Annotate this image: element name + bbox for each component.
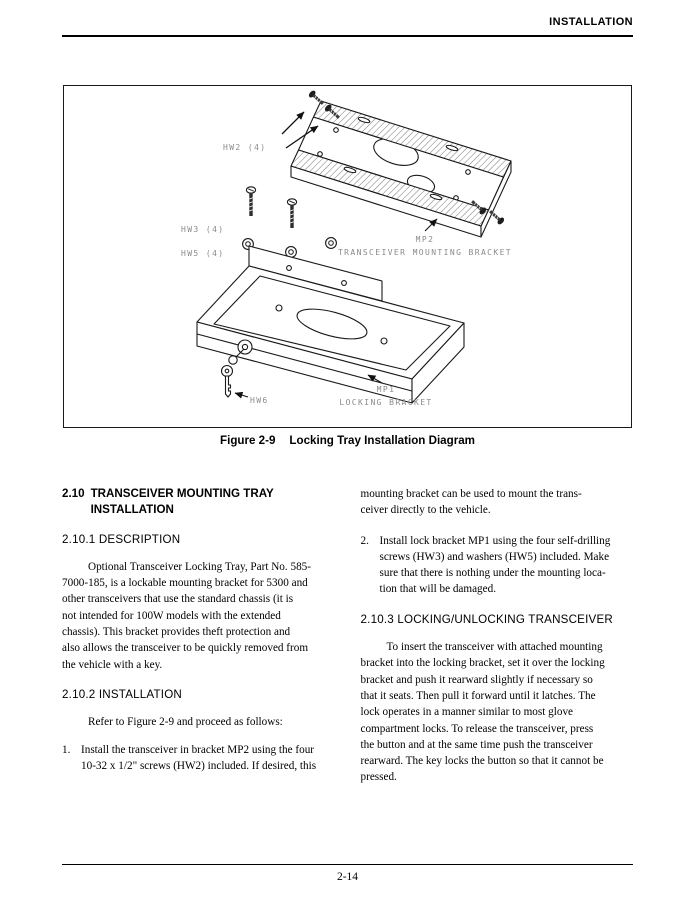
page-number: 2-14 xyxy=(336,871,359,883)
section-2-10-1-heading: 2.10.1 DESCRIPTION xyxy=(62,532,181,546)
label-hw3: HW3 (4) xyxy=(181,225,225,234)
section-2-10-heading: 2.10 TRANSCEIVER MOUNTING TRAY INSTALLAT… xyxy=(62,486,335,519)
left-column: 2.10 TRANSCEIVER MOUNTING TRAY INSTALLAT… xyxy=(62,486,335,786)
label-mp1: MP1 xyxy=(377,385,396,394)
hw3-screws xyxy=(245,186,298,229)
figure-caption-label: Figure 2-9 xyxy=(220,434,276,447)
label-hw2: HW2 (4) xyxy=(223,143,267,152)
figure-box: HW2 (4) HW3 (4) HW5 (4) MP2 TRANSCEIVER … xyxy=(63,85,632,428)
mp2-mounting-bracket xyxy=(290,100,512,238)
leader-arrows xyxy=(234,218,438,399)
hw6-key xyxy=(220,348,245,398)
section-2-10-3-heading: 2.10.3 LOCKING/UNLOCKING TRANSCEIVER xyxy=(360,612,613,626)
section-2-10-2-heading: 2.10.2 INSTALLATION xyxy=(62,687,182,701)
step-2-number: 2. xyxy=(360,534,369,547)
step-2: 2. Install lock bracket MP1 using the fo… xyxy=(361,533,634,598)
label-hw6: HW6 xyxy=(250,396,269,405)
step-1-text: Install the transceiver in bracket MP2 u… xyxy=(81,743,317,772)
lock-cylinder xyxy=(237,339,253,355)
label-mp2-desc: TRANSCEIVER MOUNTING BRACKET xyxy=(338,248,512,257)
body-columns: 2.10 TRANSCEIVER MOUNTING TRAY INSTALLAT… xyxy=(62,486,633,786)
label-hw5: HW5 (4) xyxy=(181,249,225,258)
locking-tray-diagram: HW2 (4) HW3 (4) HW5 (4) MP2 TRANSCEIVER … xyxy=(181,89,512,407)
step-1-number: 1. xyxy=(62,743,71,756)
running-head: INSTALLATION xyxy=(62,16,633,37)
installation-intro: Refer to Figure 2-9 and proceed as follo… xyxy=(88,716,283,729)
section-number: 2.10 xyxy=(62,487,85,500)
mp1-locking-bracket xyxy=(196,245,465,404)
step-1-continuation: mounting bracket can be used to mount th… xyxy=(360,488,582,517)
section-title: TRANSCEIVER MOUNTING TRAY INSTALLATION xyxy=(90,487,274,517)
figure-caption-title: Locking Tray Installation Diagram xyxy=(289,434,475,447)
footer-rule xyxy=(62,864,633,865)
description-paragraph: Optional Transceiver Locking Tray, Part … xyxy=(62,560,312,671)
figure-caption: Figure 2-9 Locking Tray Installation Diag… xyxy=(0,434,695,447)
label-mp2: MP2 xyxy=(416,235,435,244)
locking-paragraph: To insert the transceiver with attached … xyxy=(360,641,605,784)
label-mp1-desc: LOCKING BRACKET xyxy=(339,398,432,407)
page-header-title: INSTALLATION xyxy=(549,16,633,28)
hw2-leader-arrows xyxy=(281,111,319,149)
right-column: mounting bracket can be used to mount th… xyxy=(361,486,634,786)
step-1: 1. Install the transceiver in bracket MP… xyxy=(62,742,335,775)
step-2-text: Install lock bracket MP1 using the four … xyxy=(379,534,611,596)
